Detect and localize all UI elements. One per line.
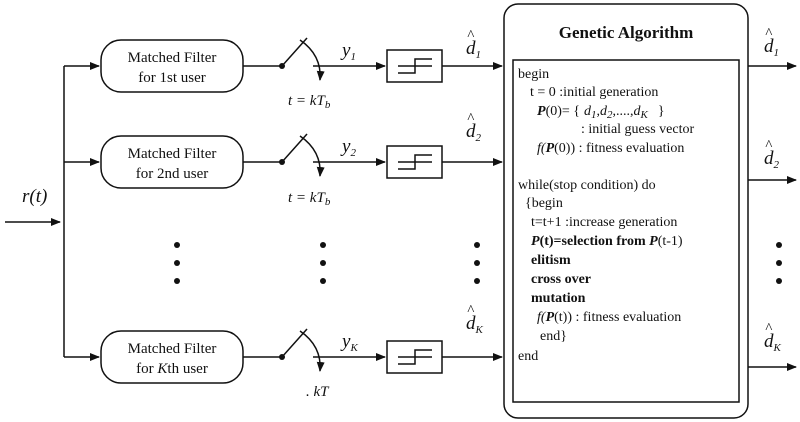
ga-out-d2-label: d2 <box>764 148 780 171</box>
ellipsis-outputs <box>776 242 782 284</box>
ga-line-mutation: mutation <box>531 291 586 306</box>
ga-line-p0: P(0)= {d1,d2,....,dK} <box>537 104 665 121</box>
sampling-label-1: t = kTb <box>288 93 331 111</box>
ellipsis-decisions <box>474 242 480 284</box>
mf1-line1: Matched Filter <box>128 50 217 66</box>
ga-out-d1-hat: ^ <box>765 26 773 42</box>
ga-line-end2: end <box>518 349 538 364</box>
mf3-line2: for Kth user <box>136 361 208 377</box>
dk-hat-mark: ^ <box>467 303 475 319</box>
d2-hat-label: d2 <box>466 121 482 144</box>
dk-hat-label: dK <box>466 313 484 336</box>
ga-line-end1: end} <box>540 329 567 344</box>
yk-label: yK <box>340 331 358 354</box>
d1-hat-label: d1 <box>466 38 481 61</box>
input-label: r(t) <box>22 186 47 207</box>
d1-hat-mark: ^ <box>467 28 475 44</box>
ga-line-ft: f(P(t)) : fitness evaluation <box>537 310 681 325</box>
ga-line-begin: begin <box>518 67 549 82</box>
switch-2-pivot <box>279 159 285 165</box>
ga-out-d2-hat: ^ <box>765 138 773 154</box>
ga-out-d1-label: d1 <box>764 36 779 59</box>
mf3-line1: Matched Filter <box>128 341 217 357</box>
step-icon-3 <box>398 349 432 365</box>
ga-line-while: while(stop condition) do <box>518 178 656 193</box>
step-icon-2 <box>398 154 432 170</box>
ga-title: Genetic Algorithm <box>559 23 694 42</box>
ga-line-elitism: elitism <box>531 253 571 268</box>
ga-line-inc: t=t+1 :increase generation <box>531 215 677 230</box>
ga-out-dk-label: dK <box>764 331 782 354</box>
sampling-label-3: . kT <box>306 384 330 400</box>
ga-line-cross: cross over <box>531 272 591 287</box>
ellipsis-filters <box>174 242 180 284</box>
y2-label: y2 <box>340 136 356 159</box>
switch-2-arrow <box>299 135 325 177</box>
step-icon-1 <box>398 58 432 74</box>
mf2-line2: for 2nd user <box>136 166 208 182</box>
d2-hat-mark: ^ <box>467 111 475 127</box>
mf1-line2: for 1st user <box>138 70 206 86</box>
switch-3-pivot <box>279 354 285 360</box>
ellipsis-switches <box>320 242 326 284</box>
ga-line-begin2: {begin <box>525 196 563 211</box>
ga-outer-box <box>503 3 749 419</box>
ga-line-selection: P(t)=selection from P(t-1) <box>531 234 683 249</box>
ga-line-t0: t = 0 :initial generation <box>530 85 658 100</box>
switch-1-arrow <box>299 39 325 81</box>
y1-label: y1 <box>340 40 356 63</box>
switch-1-pivot <box>279 63 285 69</box>
ga-line-guess: : initial guess vector <box>581 122 694 137</box>
switch-3-arrow <box>299 330 325 372</box>
ga-inner-box <box>512 59 740 403</box>
ga-line-f0: f(P(0)) : fitness evaluation <box>537 141 684 156</box>
ga-out-dk-hat: ^ <box>765 321 773 337</box>
sampling-label-2: t = kTb <box>288 190 331 208</box>
mf2-line1: Matched Filter <box>128 146 217 162</box>
